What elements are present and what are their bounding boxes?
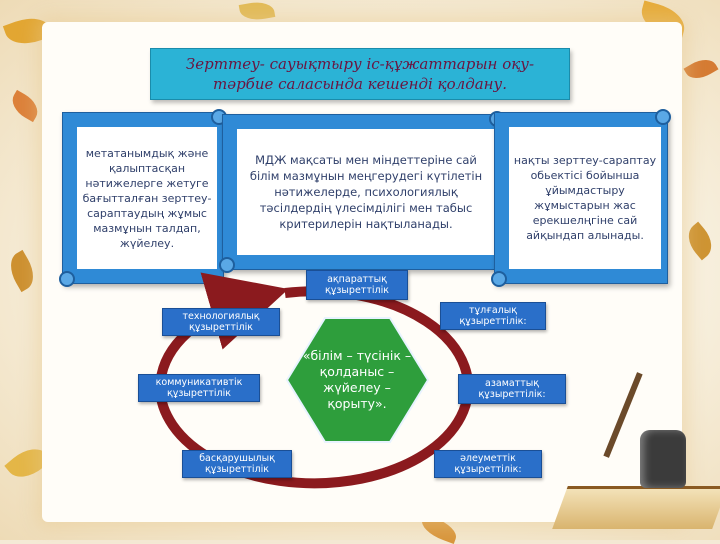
label-technology-competency: технологиялық құзыреттілік	[162, 308, 280, 336]
scroll-right: нақты зерттеу-сараптау обьектісі бойынша…	[491, 109, 671, 287]
center-hexagon-text: «білім – түсінік – қолданыс – жүйелеу – …	[302, 348, 412, 411]
scroll-curl-icon	[59, 271, 75, 287]
scroll-middle: МДЖ мақсаты мен міндеттеріне сай білім м…	[219, 111, 505, 273]
scroll-middle-text: МДЖ мақсаты мен міндеттеріне сай білім м…	[237, 129, 495, 255]
page-title: Зерттеу- сауықтыру іс-құжаттарын оқу- тә…	[150, 48, 570, 100]
inkwell-decoration	[640, 430, 686, 488]
scroll-left-text: метатанымдық және қалыптасқан нәтижелерг…	[77, 127, 217, 269]
cycle-ring-arrow	[155, 272, 474, 489]
scroll-curl-icon	[219, 257, 235, 273]
scroll-curl-icon	[655, 109, 671, 125]
label-social-competency: әлеуметтік құзыреттілік:	[434, 450, 542, 478]
scroll-right-text: нақты зерттеу-сараптау обьектісі бойынша…	[509, 127, 661, 269]
scroll-curl-icon	[491, 271, 507, 287]
scroll-left: метатанымдық және қалыптасқан нәтижелерг…	[59, 109, 227, 287]
label-management-competency: басқарушылық құзыреттілік	[182, 450, 292, 478]
label-info-competency: ақпараттық құзыреттілік	[306, 270, 408, 300]
label-civic-competency: азаматтық құзыреттілік:	[458, 374, 566, 404]
center-hexagon	[285, 317, 430, 443]
label-communication-competency: коммуникативтік құзыреттілік	[138, 374, 260, 402]
label-personal-competency: тұлғалық құзыреттілік:	[440, 302, 546, 330]
